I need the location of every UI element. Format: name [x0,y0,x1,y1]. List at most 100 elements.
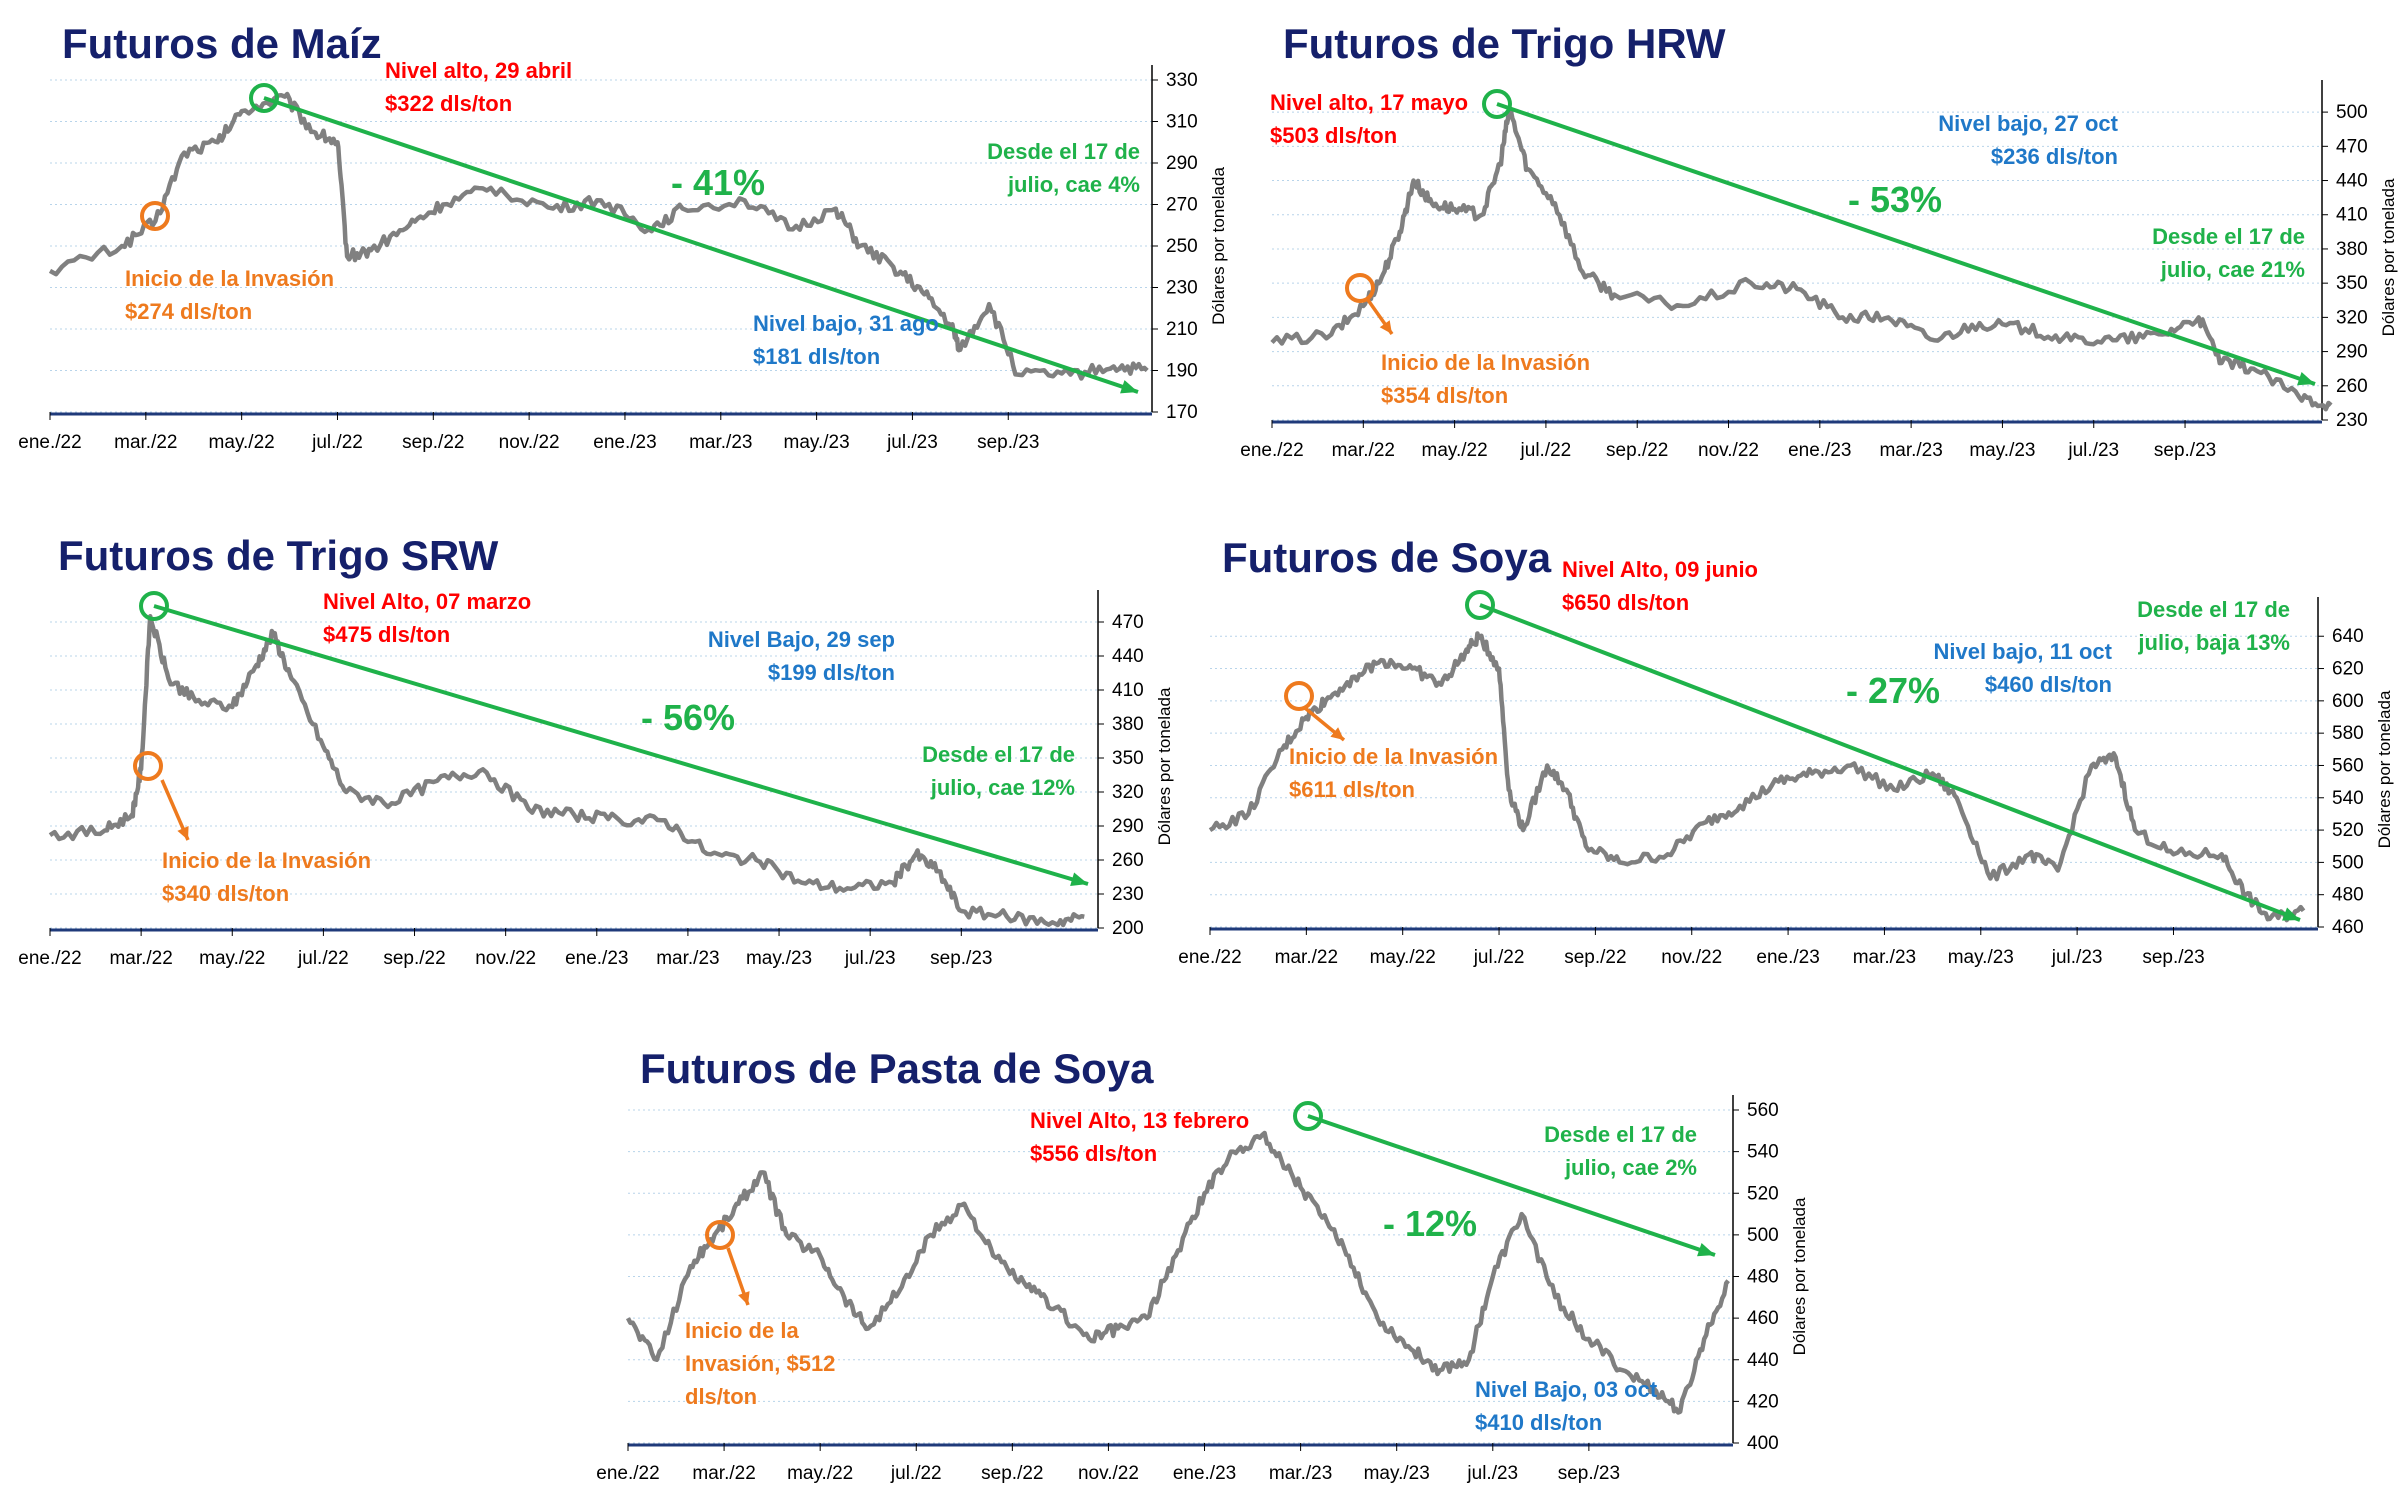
y-tick-label: 410 [2336,205,2368,226]
y-tick-label: 500 [2332,852,2364,873]
x-tick-label: ene./22 [596,1463,659,1484]
x-tick-label: jul./22 [1520,440,1572,461]
change-label: - 53% [1848,179,1942,220]
invasion-label: Inicio de la [685,1318,799,1343]
y-tick-label: 290 [1166,153,1198,174]
x-tick-label: nov./22 [499,432,560,453]
y-tick-label: 480 [1747,1267,1779,1288]
high-marker [1293,1101,1323,1131]
invasion-marker [705,1220,735,1250]
x-tick-label: may./23 [784,432,850,453]
change-label: - 56% [641,697,735,738]
price-line [48,91,1149,381]
y-tick-label: 190 [1166,361,1198,382]
y-tick-label: 250 [1166,236,1198,257]
y-tick-label: 210 [1166,319,1198,340]
high-label: Nivel Alto, 13 febrero [1030,1108,1249,1133]
low-label: Nivel Bajo, 29 sep [708,627,895,652]
since-label: julio, cae 12% [930,775,1075,800]
x-tick-label: ene./22 [1240,440,1303,461]
chart-2: Futuros de Trigo HRW23026029032035038041… [1240,20,2398,461]
chart-title: Futuros de Trigo SRW [58,532,499,579]
invasion-label: Inicio de la Invasión [1289,744,1498,769]
x-tick-label: ene./23 [1756,947,1819,968]
high-label: $503 dls/ton [1270,123,1397,148]
chart-title: Futuros de Trigo HRW [1283,20,1726,67]
trend-arrow-head [2297,371,2315,386]
low-label: Nivel bajo, 31 ago [753,311,939,336]
x-tick-label: nov./22 [1698,440,1759,461]
x-tick-label: nov./22 [475,948,536,969]
invasion-label: Inicio de la Invasión [125,266,334,291]
x-tick-label: ene./23 [565,948,628,969]
since-label: julio, baja 13% [2137,630,2290,655]
y-tick-label: 440 [1747,1350,1779,1371]
y-tick-label: 290 [2336,342,2368,363]
y-tick-label: 520 [1747,1183,1779,1204]
x-tick-label: jul./23 [844,948,896,969]
y-tick-label: 540 [1747,1142,1779,1163]
x-tick-label: mar./23 [656,948,719,969]
low-label: $460 dls/ton [1985,672,2112,697]
y-tick-label: 320 [2336,307,2368,328]
y-tick-label: 400 [1747,1433,1779,1454]
x-tick-label: ene./23 [1173,1463,1236,1484]
y-tick-label: 470 [2336,136,2368,157]
invasion-label: $274 dls/ton [125,299,252,324]
invasion-label: $340 dls/ton [162,881,289,906]
invasion-marker [133,751,163,781]
since-label: Desde el 17 de [2152,224,2305,249]
x-tick-label: mar./22 [114,432,177,453]
x-tick-label: mar./23 [1853,947,1916,968]
high-label: $650 dls/ton [1562,590,1689,615]
trend-arrow-head [1120,380,1138,394]
y-tick-label: 540 [2332,788,2364,809]
since-label: Desde el 17 de [922,742,1075,767]
x-tick-label: may./22 [1422,440,1488,461]
chart-title: Futuros de Maíz [62,20,382,67]
x-tick-label: jul./22 [311,432,363,453]
invasion-label: $611 dls/ton [1289,777,1415,802]
chart-4: Futuros de Soya4604805005205405605806006… [1178,534,2394,968]
chart-title: Futuros de Pasta de Soya [640,1045,1154,1092]
x-tick-label: ene./23 [593,432,656,453]
price-line [625,1130,1730,1415]
x-tick-label: sep./23 [1558,1463,1620,1484]
invasion-marker [1284,681,1314,711]
high-marker [1482,89,1512,119]
y-tick-label: 310 [1166,112,1198,133]
y-tick-label: 230 [1166,278,1198,299]
low-label: $410 dls/ton [1475,1410,1602,1435]
change-label: - 27% [1846,670,1940,711]
high-marker [1465,590,1495,620]
x-tick-label: jul./23 [2067,440,2119,461]
x-tick-label: may./22 [199,948,265,969]
x-tick-label: sep./23 [977,432,1039,453]
x-tick-label: mar./23 [1879,440,1942,461]
invasion-marker [140,201,170,231]
x-tick-label: may./22 [1370,947,1436,968]
high-label: $322 dls/ton [385,91,512,116]
since-label: julio, cae 2% [1564,1155,1697,1180]
low-label: $181 dls/ton [753,344,880,369]
y-tick-label: 200 [1112,918,1144,939]
trend-arrow [153,604,1089,886]
high-label: $475 dls/ton [323,622,450,647]
y-tick-label: 380 [2336,239,2368,260]
x-tick-label: ene./22 [18,432,81,453]
low-label: Nivel bajo, 11 oct [1933,639,2112,664]
x-tick-label: jul./22 [297,948,349,969]
trend-arrow [1307,1114,1716,1257]
y-tick-label: 600 [2332,691,2364,712]
y-tick-label: 470 [1112,612,1144,633]
x-tick-label: sep./22 [1564,947,1626,968]
y-tick-label: 410 [1112,680,1144,701]
trend-arrow [1479,603,2301,922]
x-tick-label: jul./22 [1473,947,1525,968]
invasion-marker [1345,273,1375,303]
invasion-arrow-head [177,826,189,840]
y-axis-label: Dólares por tonelada [1209,167,1228,325]
y-tick-label: 320 [1112,782,1144,803]
y-tick-label: 500 [1747,1225,1779,1246]
